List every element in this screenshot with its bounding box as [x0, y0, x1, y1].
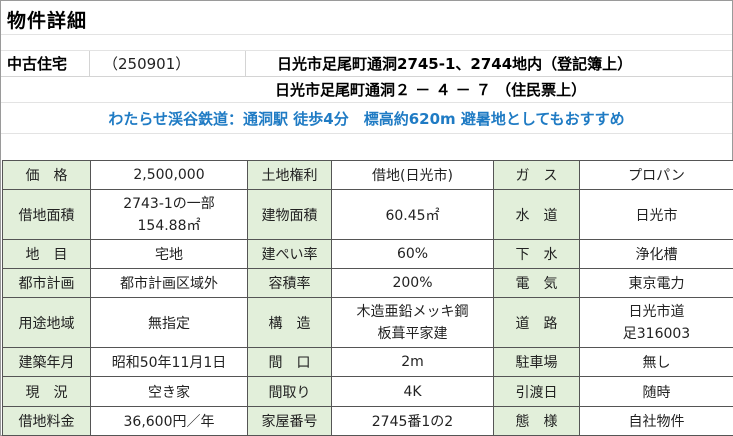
property-type: 中古住宅	[7, 55, 68, 73]
spec-value: 60%	[331, 239, 494, 270]
spec-value: 昭和50年11月1日	[90, 347, 248, 378]
spec-label: 下 水	[493, 239, 580, 270]
spec-label: 駐車場	[493, 347, 580, 378]
spec-value-line: 板葺平家建	[377, 325, 448, 342]
spec-label: 建物面積	[247, 189, 332, 241]
spec-value: 無指定	[90, 297, 248, 349]
property-code: （250901）	[103, 55, 191, 73]
spec-label: 借地料金	[2, 405, 91, 436]
spec-value: 4K	[331, 376, 494, 407]
spec-label: 用途地域	[2, 297, 91, 349]
divider	[245, 51, 246, 77]
spec-value: 60.45㎡	[331, 189, 494, 241]
spec-label: 地 目	[2, 239, 91, 270]
spec-label: 容積率	[247, 268, 332, 299]
spec-value: 日光市道足316003	[579, 297, 733, 349]
spec-label: 態 様	[493, 405, 580, 436]
spec-label: 道 路	[493, 297, 580, 349]
address-resident-row: 日光市足尾町通洞２ － ４ － ７ （住民票上）	[1, 77, 732, 103]
spec-label: 借地面積	[2, 189, 91, 241]
spec-label: 価 格	[2, 159, 91, 191]
spec-value-line: 足316003	[622, 325, 691, 342]
spec-value: 36,600円／年	[90, 405, 248, 436]
spec-label: 建ぺい率	[247, 239, 332, 270]
spec-value: 借地(日光市)	[331, 159, 494, 191]
spec-value: 2743-1の一部 154.88㎡	[90, 189, 248, 241]
spec-label: 土地権利	[247, 159, 332, 191]
divider	[89, 51, 90, 77]
spec-value: 2,500,000	[90, 159, 248, 191]
spec-value: プロパン	[579, 159, 733, 191]
spec-value: 東京電力	[579, 268, 733, 299]
spec-label: 現 況	[2, 376, 91, 407]
spec-value: 随時	[579, 376, 733, 407]
spec-value: 2m	[331, 347, 494, 378]
spec-label: 水 道	[493, 189, 580, 241]
spec-label: 都市計画	[2, 268, 91, 299]
spec-value-line: 木造亜鉛メッキ鋼	[356, 303, 469, 320]
catchphrase: わたらせ渓谷鉄道：通洞駅 徒歩4分 標高約620m 避暑地としてもおすすめ	[108, 110, 625, 128]
spec-label: 家屋番号	[247, 405, 332, 436]
address-resident: 日光市足尾町通洞２ － ４ － ７ （住民票上）	[275, 81, 587, 99]
spec-value: 浄化槽	[579, 239, 733, 270]
spec-value: 200%	[331, 268, 494, 299]
spec-value: 日光市	[579, 189, 733, 241]
catchphrase-row: わたらせ渓谷鉄道：通洞駅 徒歩4分 標高約620m 避暑地としてもおすすめ	[1, 104, 732, 134]
spec-value-line: 2743-1の一部	[123, 195, 215, 212]
spec-value: 空き家	[90, 376, 248, 407]
spec-label: 間取り	[247, 376, 332, 407]
title-row: 物件詳細	[1, 1, 732, 35]
spec-value: 都市計画区域外	[90, 268, 248, 299]
spec-label: 間 口	[247, 347, 332, 378]
spec-value: 木造亜鉛メッキ鋼板葺平家建	[331, 297, 494, 349]
spec-label: ガ ス	[493, 159, 580, 191]
spec-value: 無し	[579, 347, 733, 378]
spec-value: 2745番1の2	[331, 405, 494, 436]
property-info-row: 中古住宅 （250901） 日光市足尾町通洞2745-1、2744地内（登記簿上…	[1, 51, 732, 77]
table-row: 用途地域無指定構 造木造亜鉛メッキ鋼板葺平家建道 路日光市道足316003	[2, 297, 733, 349]
spec-label: 引渡日	[493, 376, 580, 407]
page-title: 物件詳細	[7, 10, 88, 32]
spec-value: 自社物件	[579, 405, 733, 436]
spacer-row	[1, 35, 732, 51]
spec-label: 建築年月	[2, 347, 91, 378]
address-registry: 日光市足尾町通洞2745-1、2744地内（登記簿上）	[277, 55, 633, 73]
spec-value-line: 154.88㎡	[137, 217, 201, 234]
spec-value: 宅地	[90, 239, 248, 270]
spec-value-line: 日光市道	[628, 303, 685, 320]
spec-label: 電 気	[493, 268, 580, 299]
spec-label: 構 造	[247, 297, 332, 349]
spacer-row	[1, 134, 732, 160]
